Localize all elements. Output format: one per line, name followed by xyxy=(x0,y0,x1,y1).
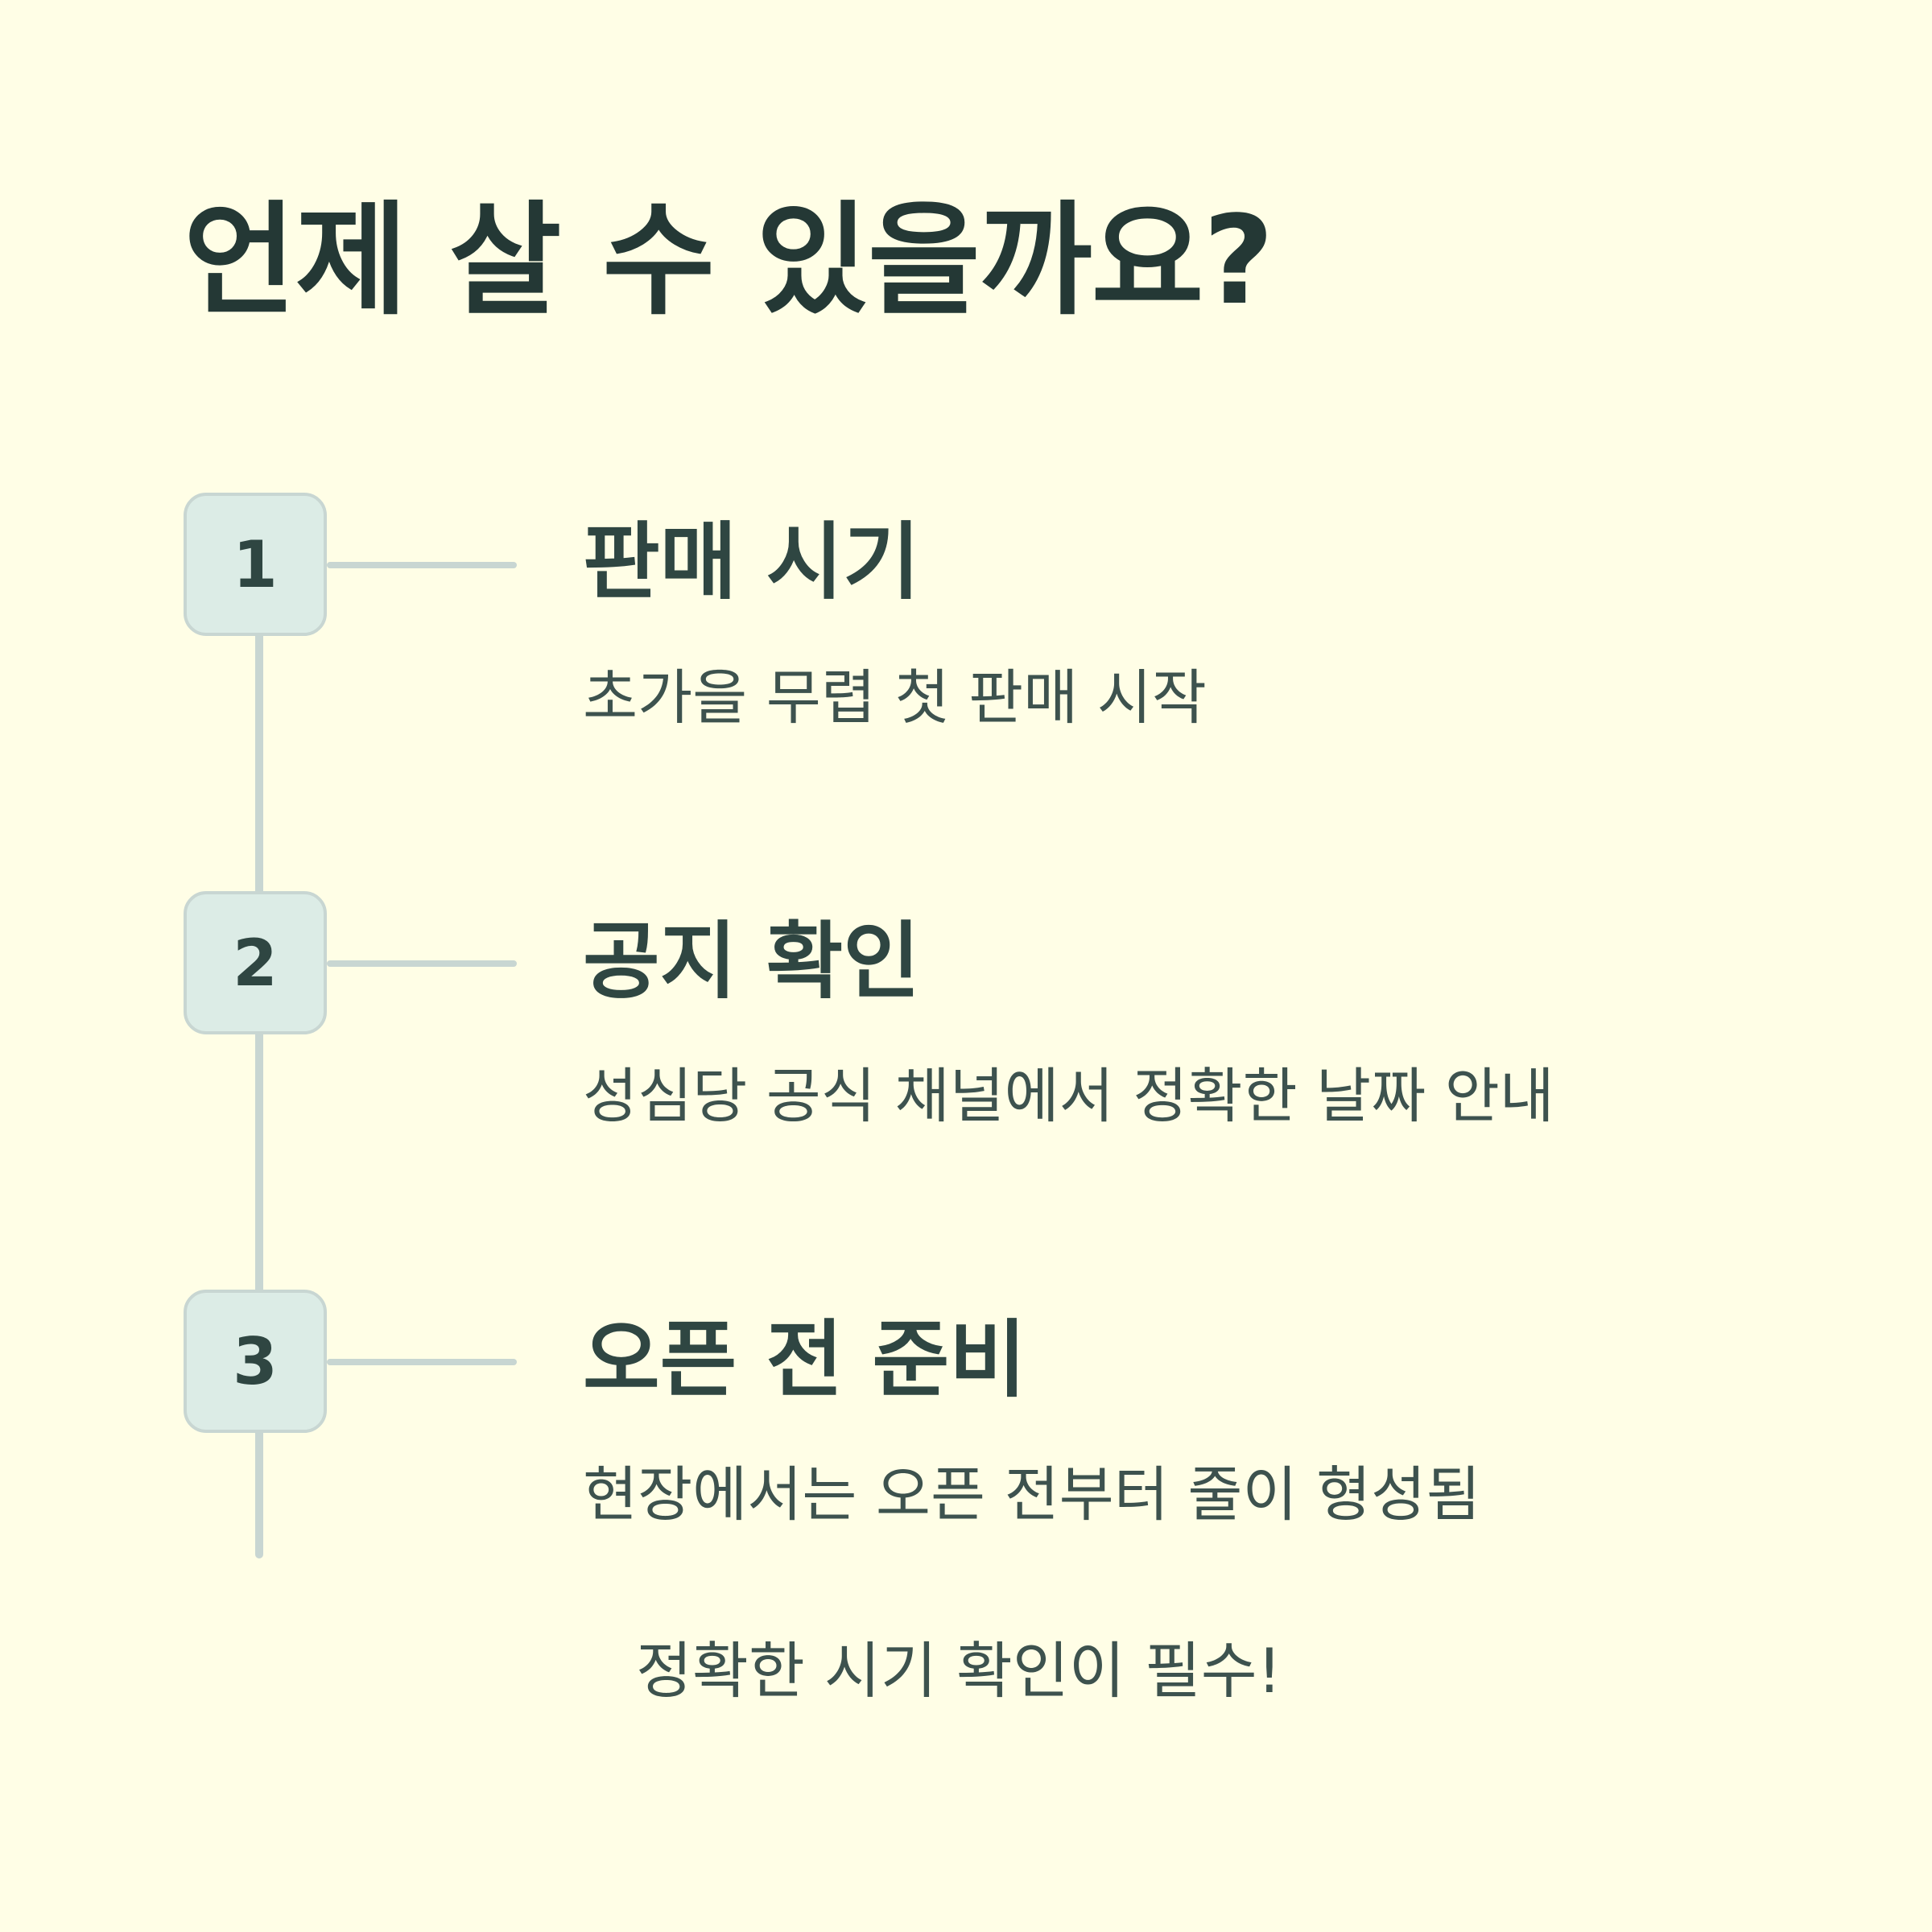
step-3-number-box: 3 xyxy=(184,1290,327,1433)
step-3-description: 현장에서는 오픈 전부터 줄이 형성됨 xyxy=(583,1460,1481,1530)
timeline-line xyxy=(255,564,263,1558)
step-1-description: 초가을 무렵 첫 판매 시작 xyxy=(583,663,1207,733)
step-3-connector xyxy=(327,1359,517,1365)
page-title: 언제 살 수 있을까요? xyxy=(184,189,1274,332)
step-2-title: 공지 확인 xyxy=(583,912,920,1010)
step-2-connector xyxy=(327,960,517,967)
step-2-description: 성심당 공식 채널에서 정확한 날짜 안내 xyxy=(583,1062,1554,1131)
step-1-connector xyxy=(327,562,517,568)
step-2-number-box: 2 xyxy=(184,891,327,1034)
footer-note: 정확한 시기 확인이 필수! xyxy=(636,1635,1282,1707)
step-1-title: 판매 시기 xyxy=(583,513,920,611)
step-1-number-box: 1 xyxy=(184,493,327,636)
step-3-title: 오픈 전 준비 xyxy=(583,1311,1026,1409)
